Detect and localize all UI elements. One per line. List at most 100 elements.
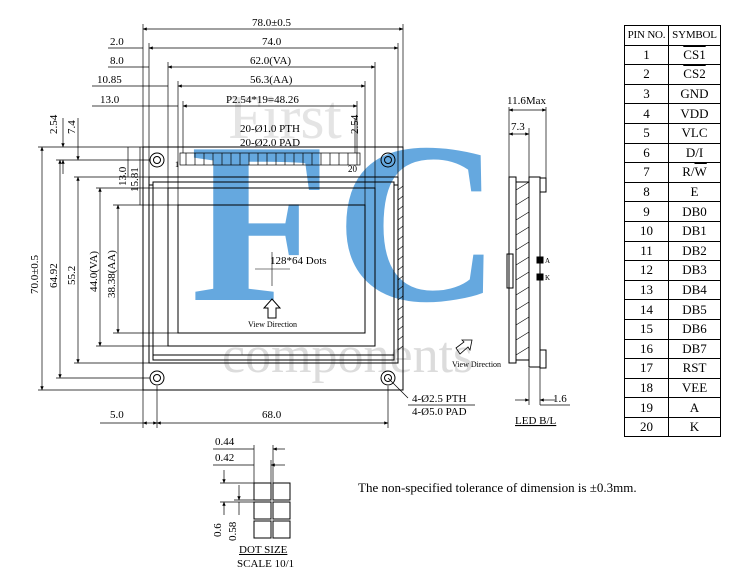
dim-68-0: 68.0: [262, 409, 282, 421]
pin-symbol: DB1: [668, 220, 721, 242]
dim-2-54-left: 2.54: [48, 114, 60, 134]
led-label: LED B/L: [515, 415, 557, 427]
pin-symbol: VDD: [668, 103, 721, 124]
pin-symbol: DB3: [668, 260, 721, 281]
dim-55-2: 55.2: [66, 266, 78, 285]
pin-20-label: 20: [348, 164, 358, 174]
top-dimensions: [92, 24, 404, 205]
dim-2-0: 2.0: [110, 36, 124, 48]
dim-overall-width: 78.0±0.5: [252, 17, 292, 29]
pin-number: 7: [624, 162, 669, 183]
dim-64-92: 64.92: [48, 263, 60, 288]
pin-symbol: DB7: [668, 338, 721, 360]
dim-1-6: 1.6: [553, 393, 567, 405]
pin-symbol: K: [668, 416, 721, 438]
dim-pitch: P2.54*19=48.26: [226, 94, 299, 106]
pin-number: 4: [624, 103, 669, 124]
pin-symbol: CS1: [668, 44, 721, 66]
view-direction-arrow: [262, 298, 282, 319]
dim-7-3: 7.3: [511, 121, 525, 133]
dim-0-44: 0.44: [215, 436, 235, 448]
pin-number: 17: [624, 358, 669, 379]
pin-number: 16: [624, 338, 669, 360]
front-view-labels: 78.0±0.5 74.0 62.0(VA) 56.3(AA) 2.0 8.0 …: [29, 17, 467, 421]
left-dimensions: [38, 118, 356, 391]
pin-number: 10: [624, 220, 669, 242]
dim-13-0-vert: 13.0: [117, 166, 129, 186]
pin-number: 5: [624, 122, 669, 144]
pin-number: 11: [624, 240, 669, 262]
pin-number: 2: [624, 64, 669, 85]
dot-detail: [213, 445, 291, 539]
side-label-a: A: [545, 257, 550, 265]
pin-symbol: GND: [668, 83, 721, 105]
pin-header: [179, 152, 361, 166]
watermark-fc-c: C: [335, 95, 501, 350]
pin-number: 15: [624, 318, 669, 340]
active-area: [177, 204, 366, 334]
dot-size-title: DOT SIZE: [239, 544, 288, 556]
pin-symbol: DB0: [668, 201, 721, 222]
dim-va-height: 44.0(VA): [88, 251, 100, 292]
pin-symbol: A: [668, 397, 721, 418]
side-view-labels: 11.6Max 7.3 1.6 A K View Direction LED B…: [452, 95, 567, 427]
pin-symbol: DB4: [668, 279, 721, 301]
dim-va-width: 62.0(VA): [250, 55, 291, 67]
tolerance-note: The non-specified tolerance of dimension…: [358, 480, 637, 495]
pin-number: 3: [624, 83, 669, 105]
backlight-hatch: [397, 185, 404, 351]
pin-number: 20: [624, 416, 669, 438]
dim-aa-height: 38.38(AA): [106, 250, 118, 298]
view-area: [167, 187, 376, 347]
dim-13-0-left: 13.0: [100, 94, 120, 106]
pin-number: 13: [624, 279, 669, 301]
pin-table-header: PIN NO. SYMBOL: [624, 25, 721, 46]
header-pin-no: PIN NO.: [624, 25, 669, 46]
pin-symbol: VLC: [668, 122, 721, 144]
front-view: [38, 24, 475, 428]
dim-74: 74.0: [262, 36, 282, 48]
pin-number: 12: [624, 260, 669, 281]
pin-symbol: R/W: [668, 162, 721, 183]
side-view-direction-arrow: [455, 339, 473, 355]
dim-aa-width: 56.3(AA): [250, 74, 293, 86]
view-direction-label: View Direction: [248, 320, 297, 329]
watermark-first: First: [228, 84, 342, 152]
dim-0-6: 0.6: [212, 523, 224, 537]
side-view: [455, 107, 570, 406]
pcb-outline: [142, 146, 404, 391]
dim-8-0: 8.0: [110, 55, 124, 67]
dim-15-81: 15.81: [129, 167, 141, 192]
pth-20: 20-Ø1.0 PTH: [240, 123, 300, 135]
bottom-dimensions: [100, 377, 475, 428]
pin-symbol: CS2: [668, 64, 721, 85]
pin-symbol: VEE: [668, 377, 721, 399]
side-view-direction-label: View Direction: [452, 360, 501, 369]
pin-symbol: RST: [668, 358, 721, 379]
bezel-inner: [152, 181, 395, 361]
pin-symbol: D/I: [668, 142, 721, 164]
pad-4: 4-Ø5.0 PAD: [412, 406, 467, 418]
pin-symbol: DB6: [668, 318, 721, 340]
pin-number: 8: [624, 181, 669, 203]
pin-number: 19: [624, 397, 669, 418]
dim-0-58: 0.58: [227, 521, 239, 541]
pin-symbol: E: [668, 181, 721, 203]
pad-20: 20-Ø2.0 PAD: [240, 137, 300, 149]
